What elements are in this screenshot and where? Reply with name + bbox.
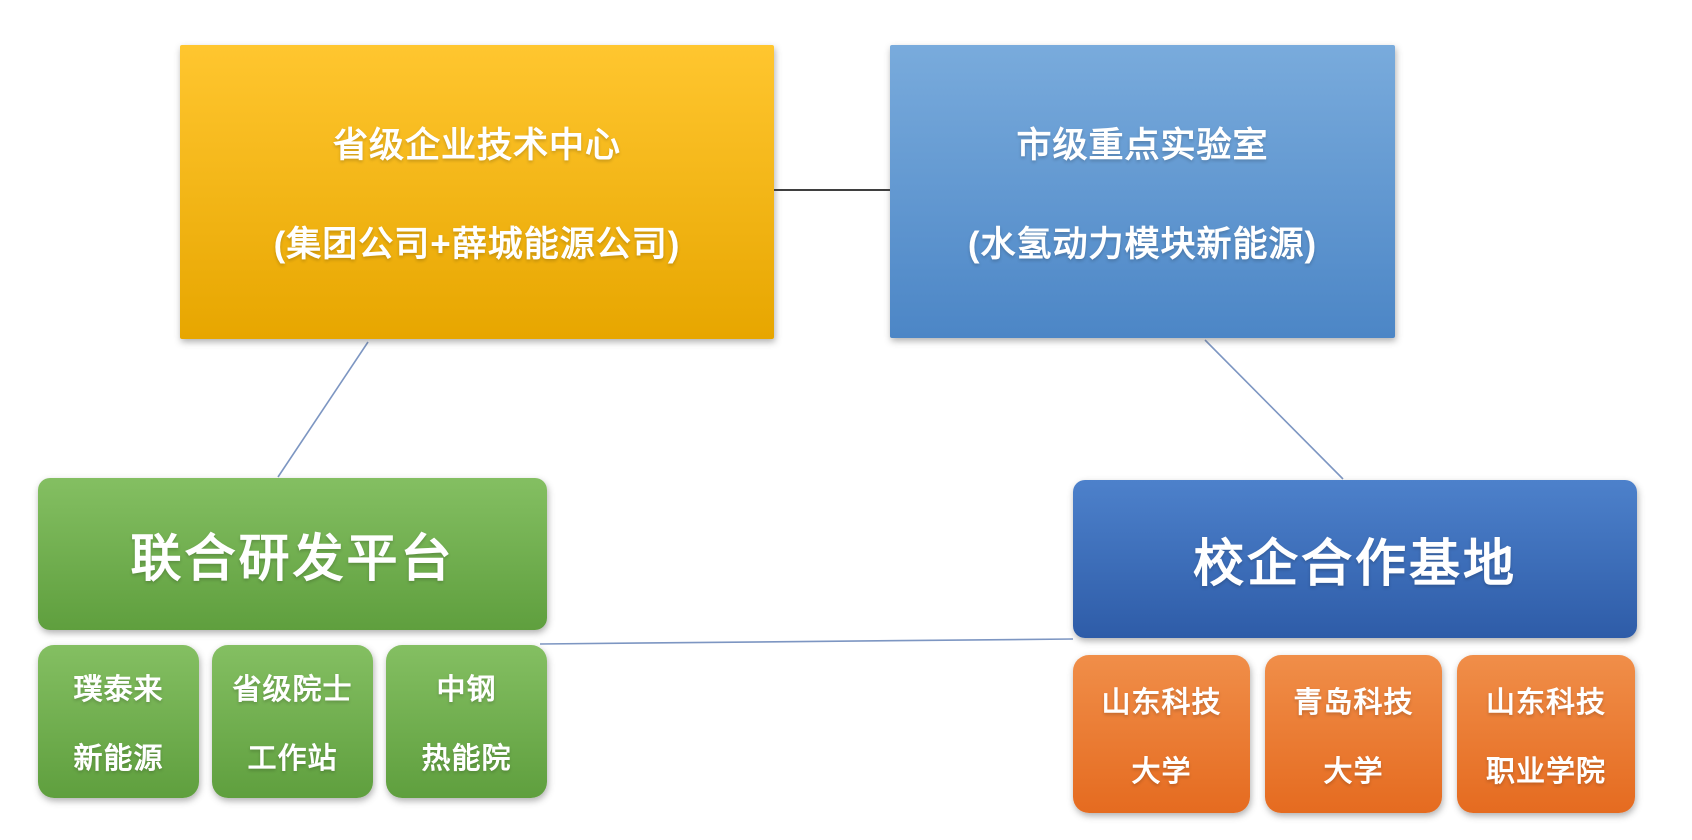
- connector-techcenter-rdplatform: [277, 341, 369, 478]
- node-city-key-lab: 市级重点实验室 (水氢动力模块新能源): [890, 45, 1395, 338]
- sdvc-line1: 山东科技: [1485, 686, 1606, 719]
- node-school-enterprise-base: 校企合作基地: [1073, 480, 1637, 638]
- academician-line1: 省级院士: [232, 674, 353, 706]
- node-joint-rd-platform: 联合研发平台: [38, 478, 547, 630]
- putailai-line2: 新能源: [73, 743, 164, 775]
- key-lab-subtitle: (水氢动力模块新能源): [967, 224, 1318, 264]
- node-putailai-new-energy: 璞泰来 新能源: [38, 645, 199, 798]
- connector-keylab-coopbase: [1204, 339, 1344, 480]
- node-shandong-vocational-college: 山东科技 职业学院: [1457, 655, 1635, 813]
- academician-line2: 工作站: [247, 743, 338, 775]
- node-shandong-univ-sci-tech: 山东科技 大学: [1073, 655, 1250, 813]
- key-lab-title: 市级重点实验室: [1016, 125, 1269, 165]
- sdust-line2: 大学: [1131, 755, 1192, 788]
- qust-line1: 青岛科技: [1293, 686, 1414, 719]
- sinosteel-line1: 中钢: [436, 674, 497, 706]
- qust-line2: 大学: [1323, 755, 1384, 788]
- coop-base-label: 校企合作基地: [1192, 535, 1517, 592]
- node-academician-workstation: 省级院士 工作站: [212, 645, 373, 798]
- node-provincial-tech-center: 省级企业技术中心 (集团公司+薛城能源公司): [180, 45, 774, 339]
- putailai-line1: 璞泰来: [73, 674, 164, 706]
- connector-rdplatform-coopbase: [539, 638, 1074, 645]
- node-qingdao-univ-sci-tech: 青岛科技 大学: [1265, 655, 1442, 813]
- sdust-line1: 山东科技: [1101, 686, 1222, 719]
- rd-platform-label: 联合研发平台: [130, 530, 455, 587]
- node-sinosteel-thermal-institute: 中钢 热能院: [386, 645, 547, 798]
- tech-center-subtitle: (集团公司+薛城能源公司): [273, 225, 681, 264]
- sdvc-line2: 职业学院: [1485, 755, 1606, 788]
- tech-center-title: 省级企业技术中心: [332, 126, 621, 165]
- sinosteel-line2: 热能院: [421, 743, 512, 775]
